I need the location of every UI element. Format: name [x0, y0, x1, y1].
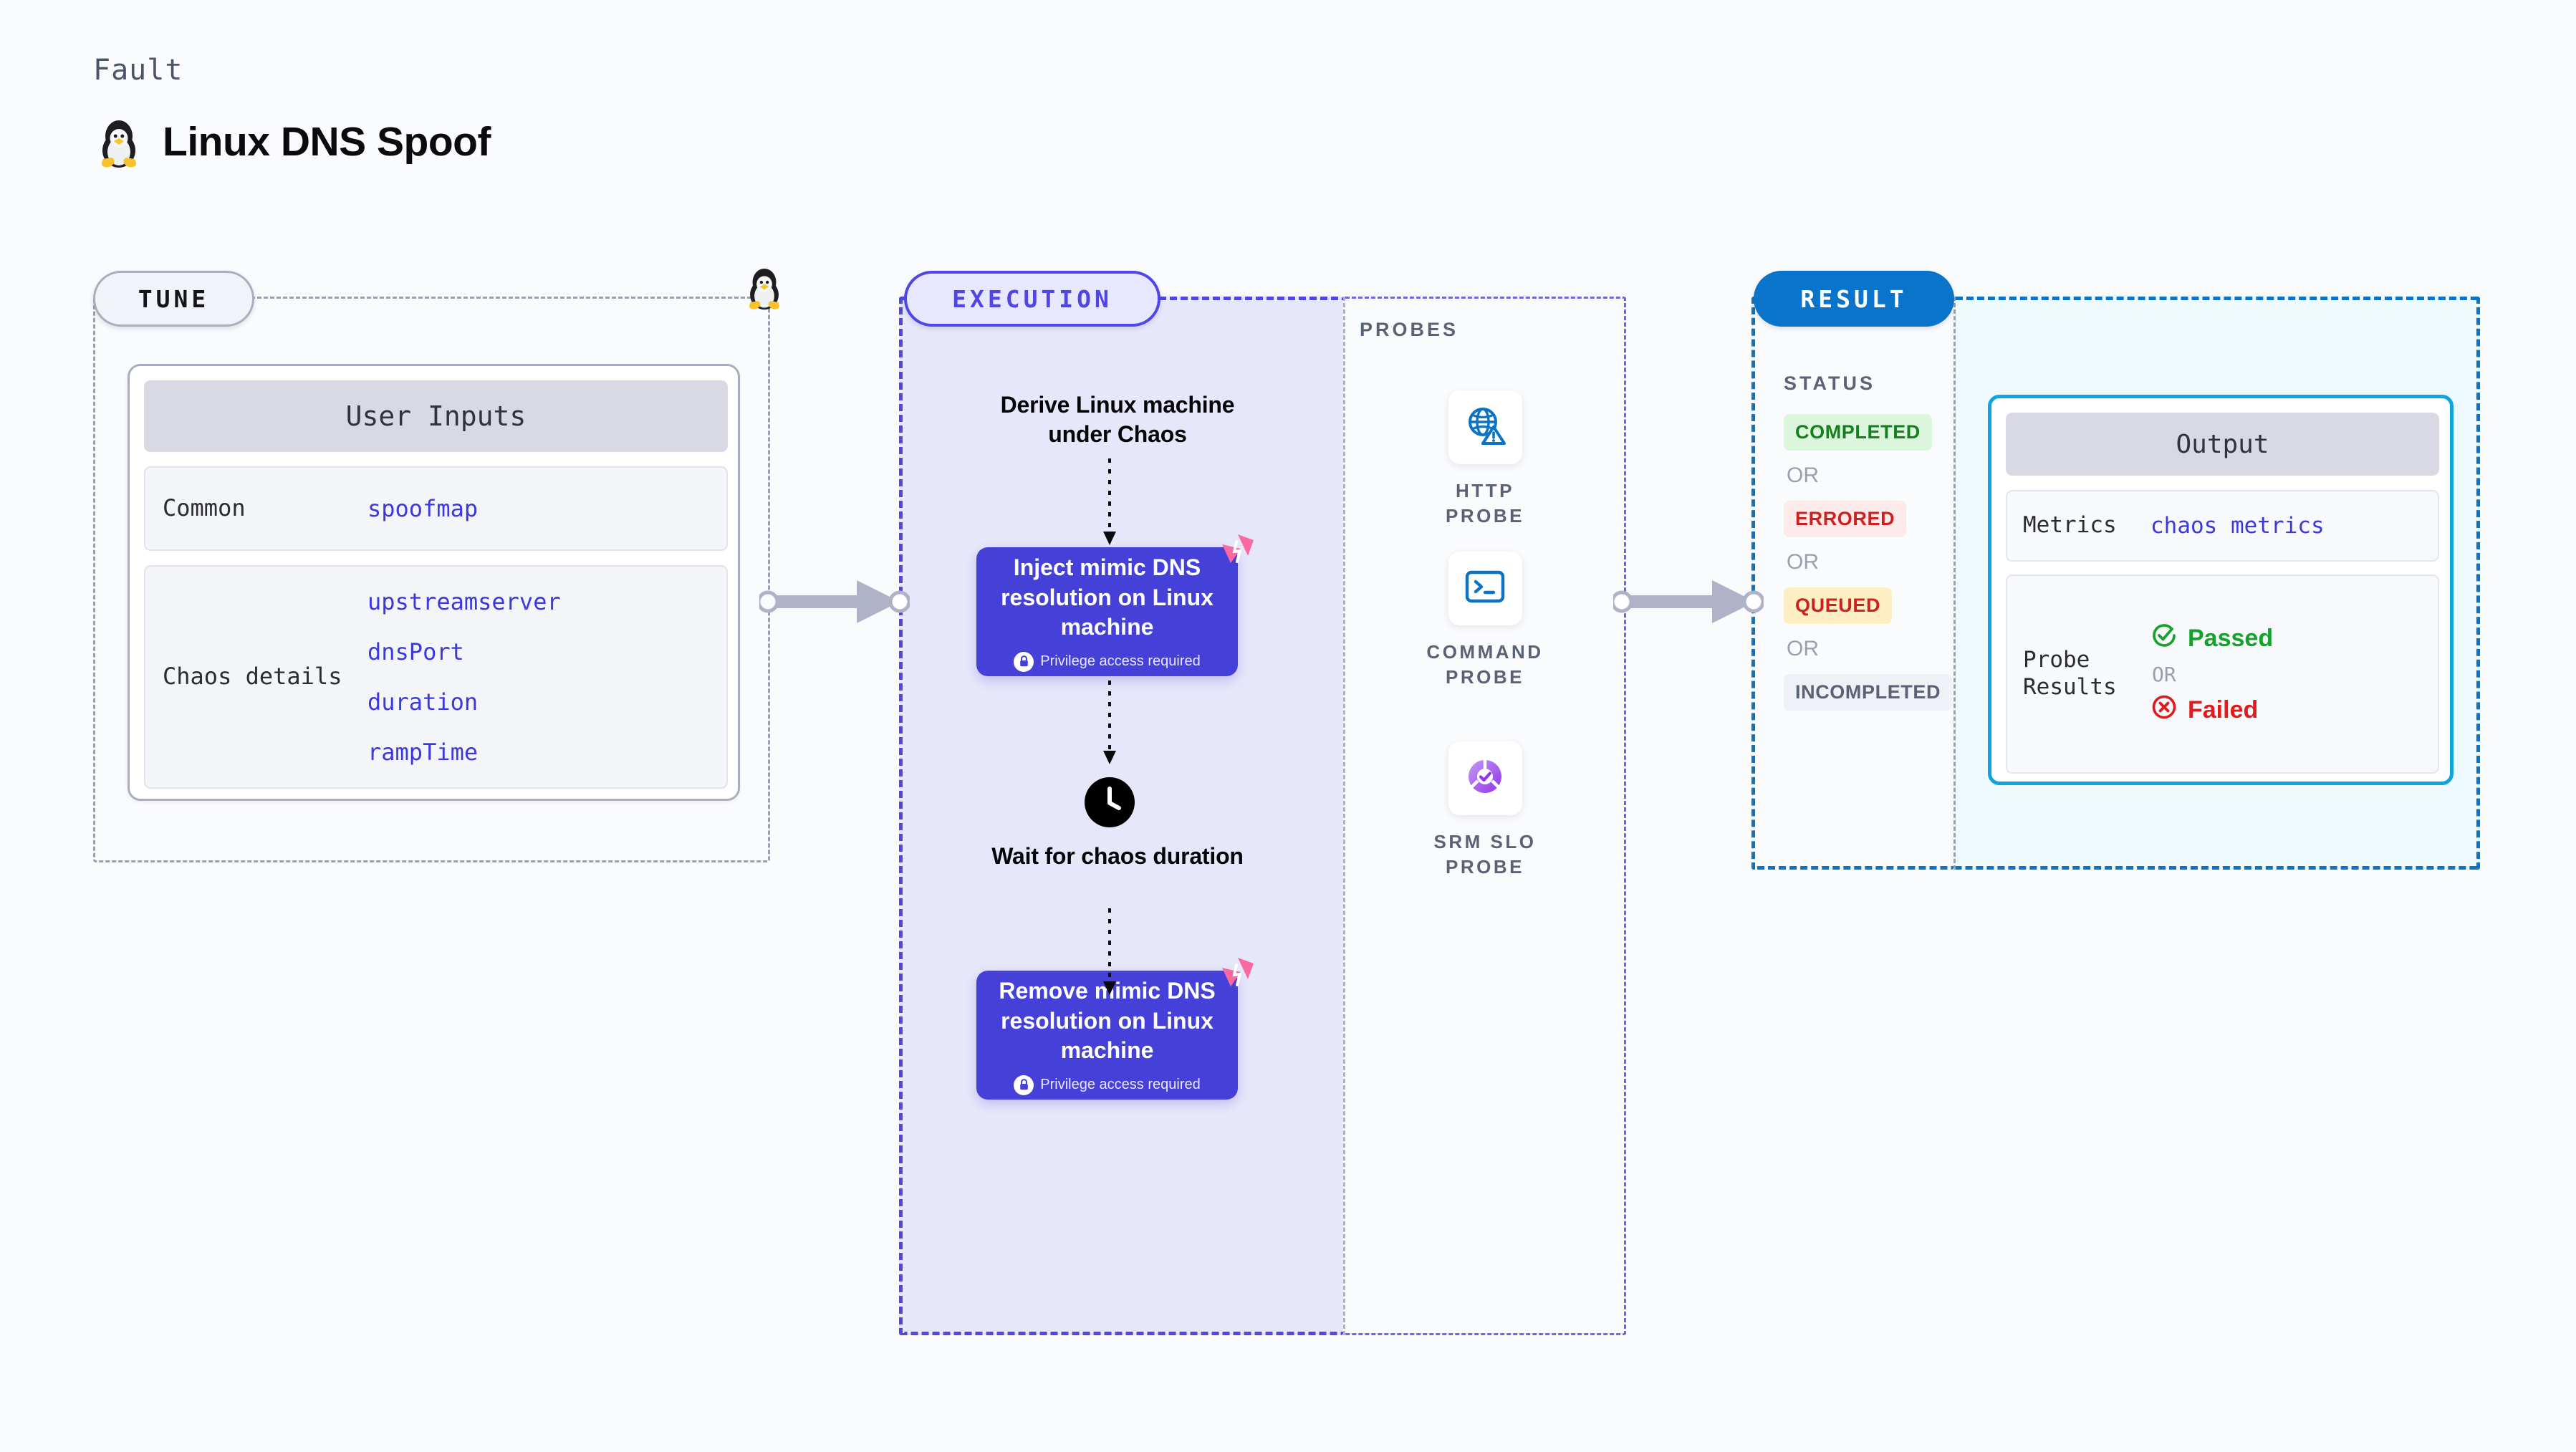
status-badge-queued: QUEUED — [1784, 587, 1893, 624]
status-title: STATUS — [1784, 372, 1875, 394]
probe-result-or: OR — [2152, 662, 2176, 686]
status-or: OR — [1787, 637, 1819, 660]
execution-action-title: Remove mimic DNS resolution on Linux mac… — [999, 978, 1216, 1064]
probe-tile — [1448, 552, 1522, 625]
status-badge-incompleted: INCOMPLETED — [1784, 674, 1953, 711]
tune-row-common: Common spoofmap — [144, 466, 728, 551]
probe-item-http[interactable]: HTTP PROBE — [1428, 390, 1542, 529]
probe-result-passed: Passed — [2150, 622, 2273, 655]
output-title: Output — [2006, 413, 2439, 476]
tune-pill[interactable]: TUNE — [93, 271, 254, 327]
chaos-badge-icon — [1216, 953, 1256, 997]
page-kicker: Fault — [93, 54, 183, 87]
output-metrics-label: Metrics — [2023, 512, 2117, 539]
execution-step-derive: Derive Linux machine under Chaos — [967, 390, 1268, 449]
tune-value: upstreamserver — [367, 588, 561, 615]
probes-divider — [1343, 297, 1345, 1335]
execution-action-inject[interactable]: Inject mimic DNS resolution on Linux mac… — [976, 534, 1254, 676]
tune-row-chaos-details: Chaos details upstreamserver dnsPort dur… — [144, 565, 728, 789]
execution-step-wait: Wait for chaos duration — [967, 842, 1268, 871]
status-badge-errored: ERRORED — [1784, 501, 1907, 537]
execution-step-label: Derive Linux machine under Chaos — [1000, 392, 1235, 447]
execution-arrow-3 — [1103, 908, 1116, 995]
tune-value: rampTime — [367, 739, 479, 766]
probe-item-command[interactable]: COMMAND PROBE — [1426, 552, 1544, 690]
probe-result-passed-label: Passed — [2188, 624, 2274, 652]
tune-value: spoofmap — [367, 495, 479, 522]
tune-row-values: spoofmap — [367, 495, 478, 522]
tune-value: duration — [367, 688, 479, 716]
probe-result-failed: Failed — [2150, 693, 2273, 727]
output-metrics-value: chaos metrics — [2150, 513, 2325, 539]
connector-tune-to-execution — [759, 580, 910, 623]
status-badge-completed: COMPLETED — [1784, 414, 1932, 451]
probe-result-options: Passed OR Failed — [2150, 622, 2273, 727]
lock-icon — [1014, 1074, 1034, 1095]
status-list: COMPLETED OR ERRORED OR QUEUED OR INCOMP… — [1784, 414, 1953, 711]
chaos-badge-icon — [1216, 530, 1256, 574]
execution-action-note-text: Privilege access required — [1040, 1077, 1201, 1093]
status-or: OR — [1787, 463, 1819, 487]
globe-warning-icon — [1464, 405, 1506, 450]
user-inputs-title: User Inputs — [144, 380, 728, 452]
probes-title: PROBES — [1360, 319, 1459, 340]
tune-row-label: Common — [163, 494, 246, 522]
probe-label: COMMAND PROBE — [1426, 641, 1544, 688]
execution-action-remove[interactable]: Remove mimic DNS resolution on Linux mac… — [976, 958, 1254, 1100]
page-title: Linux DNS Spoof — [163, 119, 491, 165]
output-row-metrics: Metrics chaos metrics — [2006, 490, 2439, 562]
result-divider — [1953, 297, 1956, 870]
connector-execution-to-result — [1613, 580, 1764, 623]
probe-label: SRM SLO PROBE — [1433, 831, 1537, 878]
execution-step-label: Wait for chaos duration — [991, 843, 1244, 869]
execution-action-title: Inject mimic DNS resolution on Linux mac… — [1001, 554, 1213, 640]
result-pill[interactable]: RESULT — [1754, 271, 1954, 327]
probe-label: HTTP PROBE — [1446, 480, 1524, 527]
clock-icon — [1085, 777, 1135, 831]
tune-region — [93, 297, 770, 862]
user-inputs-card: User Inputs Common spoofmap Chaos detail… — [128, 364, 740, 801]
x-circle-icon — [2150, 693, 2178, 727]
tune-value: dnsPort — [367, 638, 464, 665]
check-circle-icon — [2150, 622, 2178, 655]
execution-arrow-1 — [1103, 458, 1116, 545]
probe-result-failed-label: Failed — [2188, 696, 2259, 723]
execution-pill[interactable]: EXECUTION — [904, 271, 1160, 327]
execution-arrow-2 — [1103, 681, 1116, 764]
probe-item-srm-slo[interactable]: SRM SLO PROBE — [1428, 741, 1542, 880]
probe-tile — [1448, 390, 1522, 464]
linux-tux-icon — [97, 115, 141, 169]
terminal-icon — [1465, 569, 1505, 607]
probes-region — [1343, 297, 1626, 1335]
execution-action-note: Privilege access required — [1014, 1074, 1201, 1095]
execution-action-note: Privilege access required — [1014, 651, 1201, 672]
linux-tux-marker-icon — [745, 264, 784, 314]
status-region — [1751, 297, 1953, 870]
execution-action-note-text: Privilege access required — [1040, 653, 1201, 670]
lock-icon — [1014, 651, 1034, 672]
slo-donut-check-icon — [1464, 756, 1506, 801]
probe-tile — [1448, 741, 1522, 815]
page-title-row: Linux DNS Spoof — [97, 115, 491, 169]
status-or: OR — [1787, 550, 1819, 574]
tune-row-values: upstreamserver dnsPort duration rampTime — [367, 588, 561, 766]
tune-row-label: Chaos details — [163, 663, 342, 691]
